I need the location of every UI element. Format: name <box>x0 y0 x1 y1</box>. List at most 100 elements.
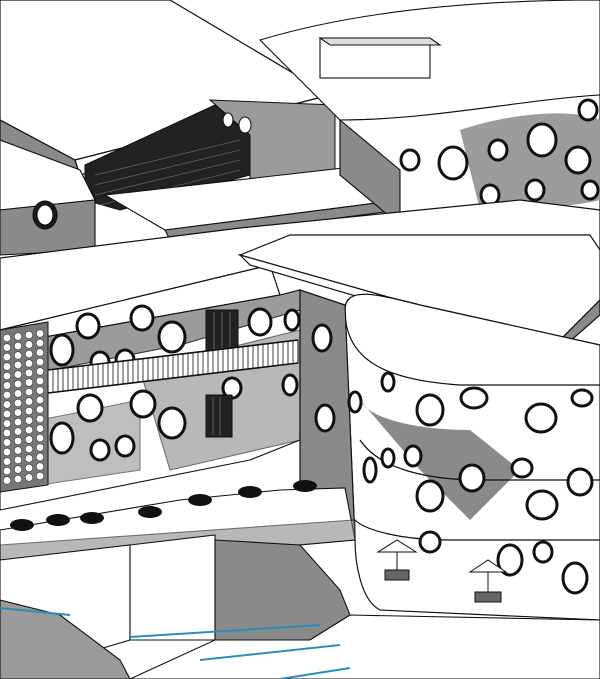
screen-perforation <box>35 424 45 433</box>
screen-perforation <box>24 444 34 454</box>
screen-perforation <box>13 474 23 484</box>
porthole <box>418 530 442 554</box>
screen-perforation <box>2 400 12 409</box>
porthole <box>403 444 423 468</box>
screen-perforation <box>2 466 12 476</box>
screen-perforation <box>13 360 23 370</box>
porthole <box>566 467 594 497</box>
screen-perforation <box>2 381 12 390</box>
porthole <box>129 304 155 332</box>
porthole <box>281 373 299 397</box>
patio-furniture <box>376 539 508 603</box>
shrub <box>46 514 70 526</box>
shrub <box>10 519 34 531</box>
pool-lines <box>0 607 351 679</box>
screen-perforation <box>13 341 23 351</box>
screen-perforation <box>2 438 12 447</box>
facade-doors <box>205 309 239 438</box>
porthole <box>347 390 363 414</box>
screen-perforation <box>13 408 23 417</box>
screen-perforation <box>13 446 23 455</box>
porthole <box>311 323 333 353</box>
porthole <box>380 447 396 469</box>
perforated-screen <box>0 321 49 493</box>
left-mid-roof <box>0 139 96 256</box>
porthole <box>487 138 509 162</box>
screen-perforation <box>2 333 12 343</box>
screen-perforation <box>24 454 34 463</box>
porthole <box>157 406 187 440</box>
screen-perforation <box>13 465 23 474</box>
porthole <box>89 438 111 462</box>
porthole <box>157 320 187 354</box>
porthole <box>561 561 589 595</box>
screen-perforation <box>24 425 34 435</box>
screen-perforation <box>35 462 45 471</box>
porthole <box>283 308 301 332</box>
screen-perforation <box>24 368 34 378</box>
screen-perforation <box>13 370 23 379</box>
shrub <box>188 494 212 506</box>
screen-perforation <box>2 371 12 381</box>
screen-perforation <box>24 330 34 340</box>
porthole <box>525 489 559 521</box>
screen-perforation <box>35 433 45 443</box>
screen-perforation <box>35 471 45 481</box>
screen-perforation <box>35 452 45 462</box>
screen-perforation <box>2 390 12 400</box>
facade-portholes <box>49 304 301 462</box>
porthole <box>129 389 157 419</box>
lower-ground <box>0 534 600 679</box>
screen-perforation <box>35 348 45 357</box>
porthole <box>114 434 136 458</box>
screen-perforation <box>2 362 12 371</box>
porthole <box>247 307 273 337</box>
screen-perforation <box>2 343 12 352</box>
screen-perforation <box>24 387 34 397</box>
porthole <box>362 456 378 484</box>
porthole <box>564 145 592 175</box>
screen-perforation <box>24 416 34 425</box>
screen-perforation <box>13 389 23 398</box>
shrub <box>238 486 262 498</box>
balcony-railing <box>47 339 299 394</box>
shrub <box>138 506 162 518</box>
screen-perforation <box>24 463 34 473</box>
screen-perforation <box>24 397 34 406</box>
screen-perforation <box>24 406 34 416</box>
porthole <box>580 179 600 201</box>
screen-perforation <box>35 414 45 424</box>
porthole <box>570 388 594 408</box>
screen-perforation <box>35 395 45 405</box>
porthole <box>437 145 469 181</box>
shrub <box>80 512 104 524</box>
screen-perforation <box>24 359 34 368</box>
screen-perforation <box>35 443 45 452</box>
screen-perforation <box>13 398 23 408</box>
screen-perforation <box>2 428 12 438</box>
tower-portholes <box>311 323 594 595</box>
screen-perforation <box>13 455 23 465</box>
porthole <box>415 479 445 513</box>
porthole <box>399 148 421 172</box>
screen-perforation <box>13 427 23 436</box>
screen-perforation <box>35 386 45 395</box>
screen-perforation <box>35 338 45 348</box>
screen-perforation <box>35 357 45 367</box>
porthole <box>459 386 489 410</box>
screen-perforation <box>13 436 23 446</box>
porthole <box>76 393 104 423</box>
screen-perforation <box>2 447 12 457</box>
screen-perforation <box>13 351 23 360</box>
porthole <box>49 421 75 455</box>
porthole <box>524 178 546 202</box>
screen-perforation <box>2 409 12 419</box>
screen-perforation <box>2 476 12 485</box>
porthole <box>524 402 558 434</box>
porthole <box>380 371 396 393</box>
screen-perforation <box>2 419 12 428</box>
porthole <box>526 122 558 158</box>
porthole <box>510 457 534 479</box>
door <box>205 394 233 438</box>
